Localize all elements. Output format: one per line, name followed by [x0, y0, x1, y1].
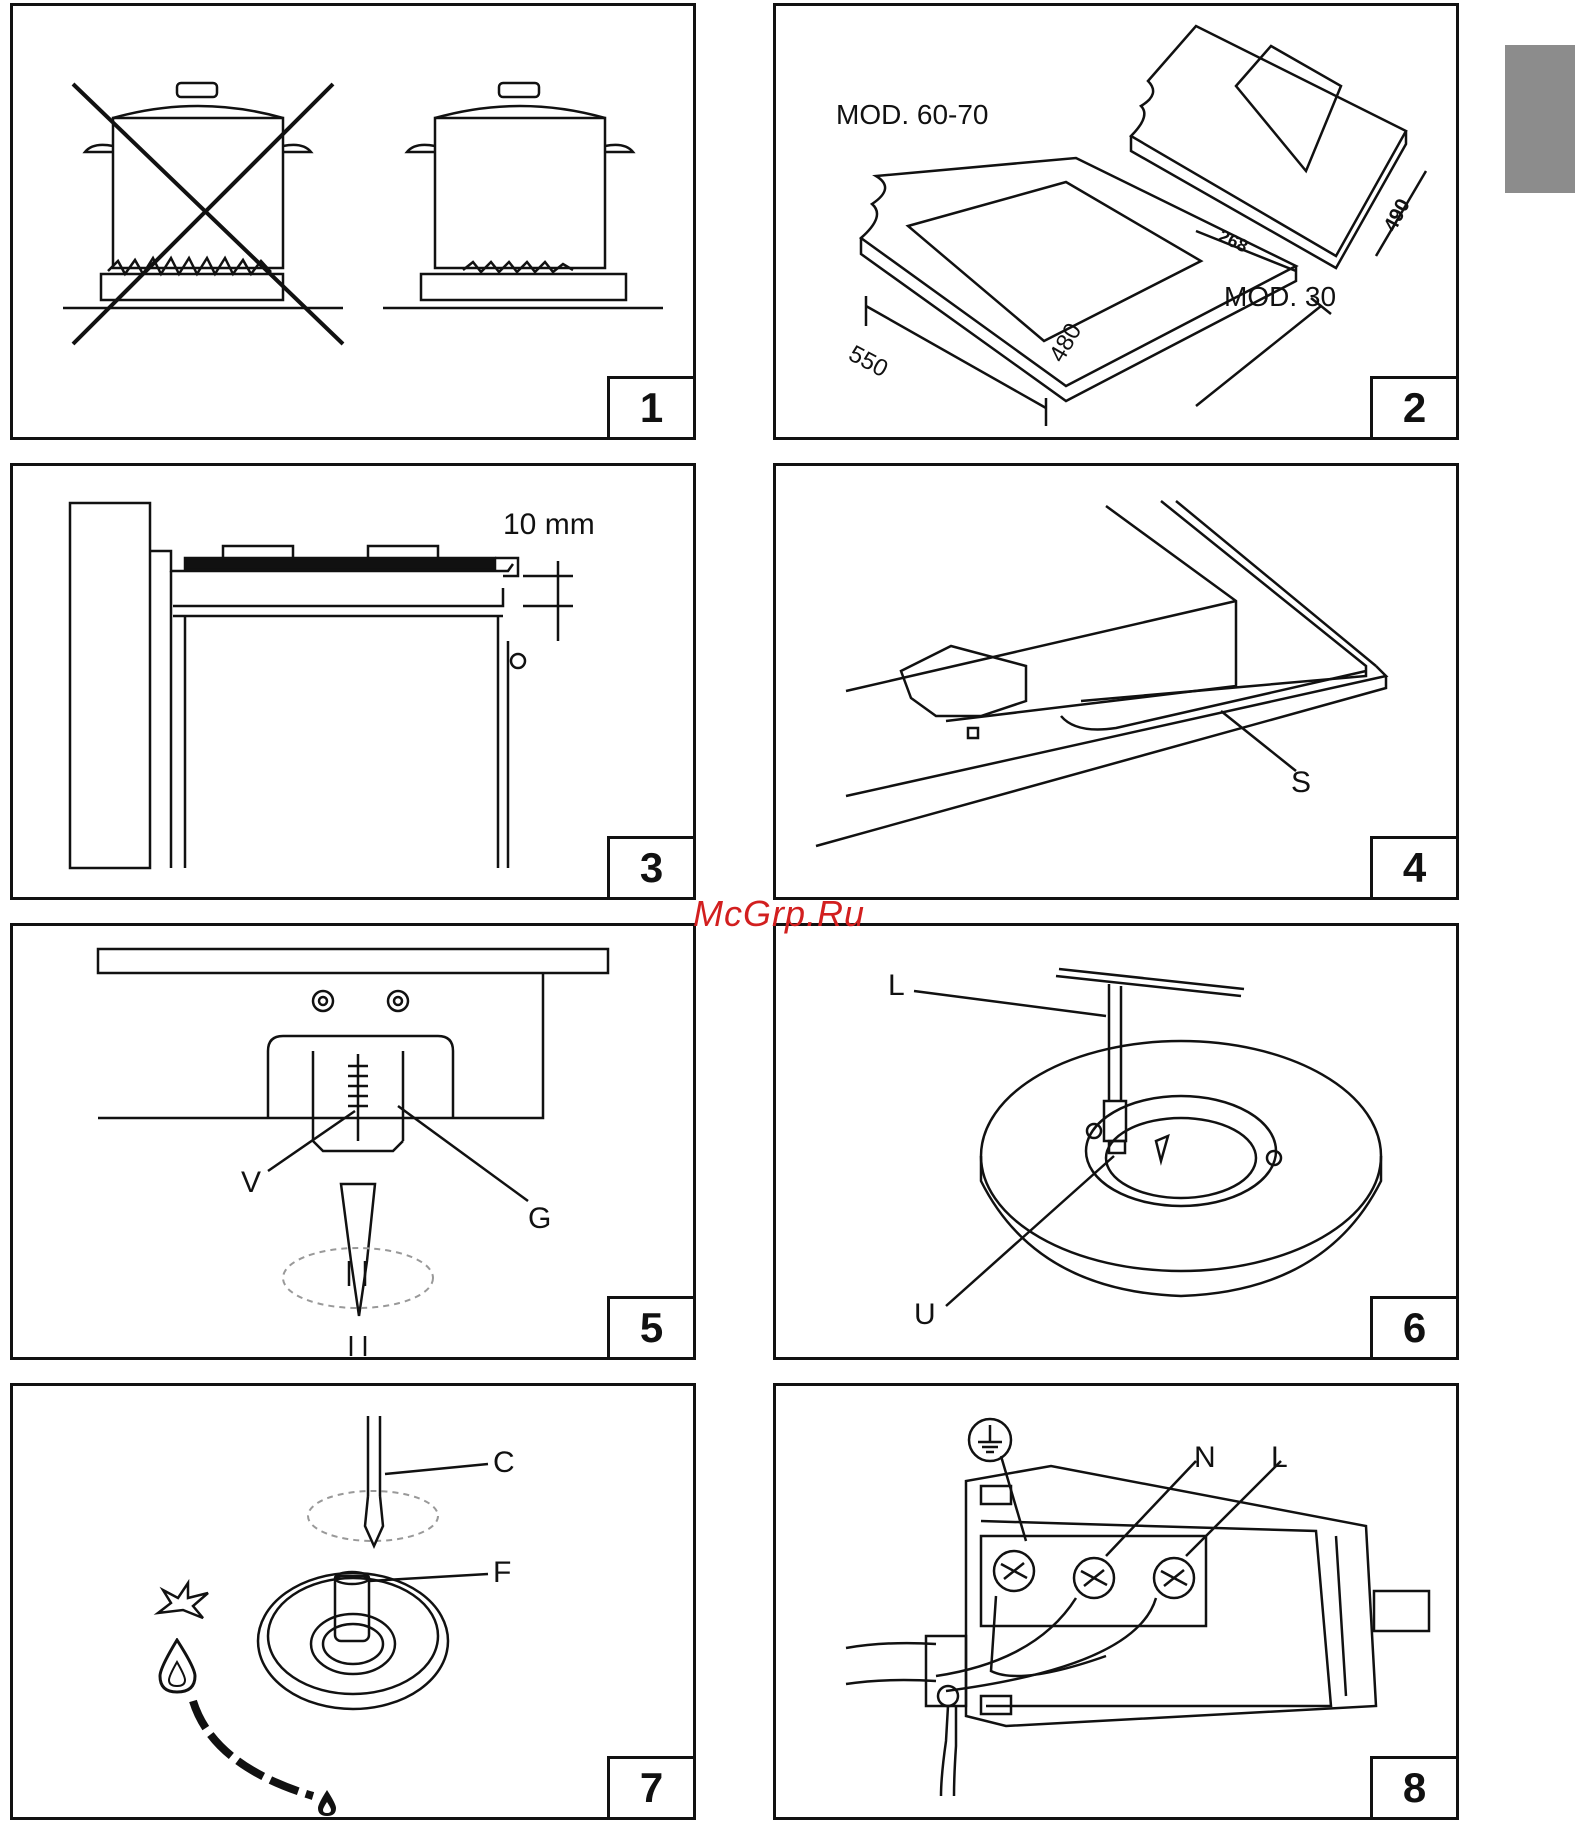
figure-8-terminal-block: N L 8 [773, 1383, 1459, 1820]
watermark: McGrp.Ru [693, 893, 865, 935]
figure-number: 8 [1370, 1756, 1459, 1820]
figure-6-drawing [776, 926, 1462, 1363]
figure-1-drawing [13, 6, 699, 443]
figure-6-nozzle-key: L U 6 [773, 923, 1459, 1360]
figure-number: 1 [607, 376, 696, 440]
figure-7-drawing [13, 1386, 699, 1823]
figure-number: 5 [607, 1296, 696, 1360]
tool-l-label: L [888, 969, 905, 1003]
seal-s-label: S [1291, 766, 1311, 800]
spindle-f-label: F [493, 1556, 511, 1590]
figure-4-seal-fitting: S 4 [773, 463, 1459, 900]
figure-2-cutout-dimensions: MOD. 60-70 MOD. 30 550 480 268 490 2 [773, 3, 1459, 440]
figure-number: 7 [607, 1756, 696, 1820]
figure-8-drawing [776, 1386, 1462, 1823]
screwdriver-c-label: C [493, 1446, 515, 1480]
live-l-label: L [1271, 1441, 1288, 1475]
mod-60-70-label: MOD. 60-70 [836, 99, 989, 131]
screw-v-label: V [241, 1166, 261, 1200]
figure-number: 4 [1370, 836, 1459, 900]
small-flame-icon [315, 1788, 339, 1818]
flame-scale-arc [183, 1696, 323, 1806]
figure-3-side-clearance: 10 mm 3 [10, 463, 696, 900]
figure-number: 3 [607, 836, 696, 900]
earth-ground-icon [966, 1416, 1014, 1464]
figure-5-drawing [13, 926, 699, 1363]
figure-7-minimum-flame: C F 7 [10, 1383, 696, 1820]
figure-3-drawing [13, 466, 699, 903]
nozzle-u-label: U [914, 1298, 936, 1332]
spark-icon [153, 1578, 213, 1623]
figure-1-pot-on-burner: 1 [10, 3, 696, 440]
neutral-n-label: N [1194, 1441, 1216, 1475]
side-tab [1505, 45, 1575, 193]
figure-number: 6 [1370, 1296, 1459, 1360]
mod-30-label: MOD. 30 [1224, 281, 1336, 313]
guide-g-label: G [528, 1202, 551, 1236]
figure-5-bracket-screw: V G 5 [10, 923, 696, 1360]
large-flame-icon [155, 1638, 200, 1696]
figure-4-drawing [776, 466, 1462, 903]
gap-10mm-label: 10 mm [503, 508, 595, 542]
figure-number: 2 [1370, 376, 1459, 440]
